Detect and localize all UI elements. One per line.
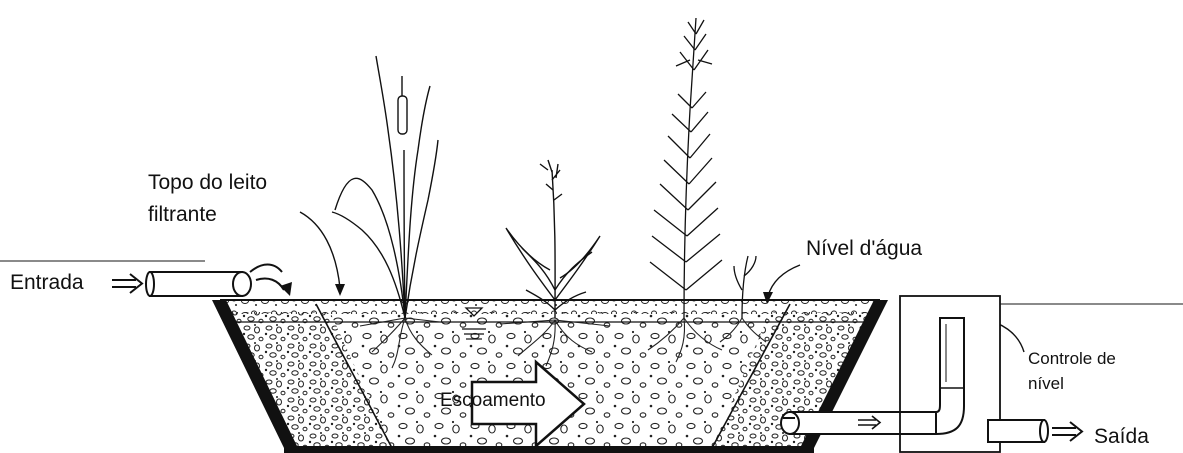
tall-grass-plant [650,18,722,318]
water-level-label: Nível d'água [806,238,922,259]
bed-top-label-line2: filtrante [148,204,217,225]
level-control-box [900,296,1000,452]
outlet-label: Saída [1094,426,1149,447]
inlet-arrow-icon [112,274,142,293]
flow-label: Escoamento [440,391,546,410]
bed-top-label-line1: Topo do leito [148,172,267,193]
inlet-pipe [146,265,292,297]
level-control-label-line2: nível [1028,373,1064,394]
outlet-pipe [781,412,902,434]
inlet-label: Entrada [10,272,84,293]
outlet-arrow-icon [1052,422,1082,441]
cattail-plant [332,56,438,318]
level-control-label-line1: Controle de [1028,348,1116,369]
final-outlet-pipe [988,420,1048,442]
flowering-plant [506,160,600,318]
